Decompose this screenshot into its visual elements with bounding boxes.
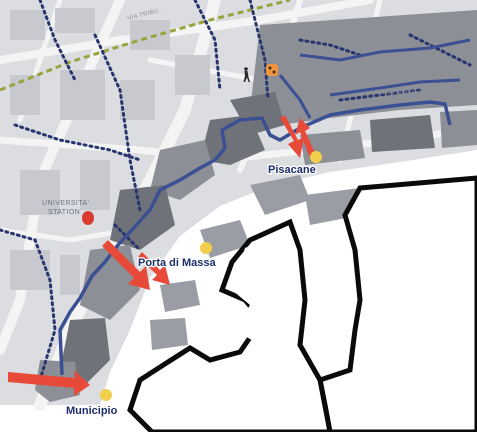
walking-route xyxy=(58,100,452,376)
flow-arrow-pisacane-2 xyxy=(295,118,316,158)
quay-fill-inner xyxy=(232,232,300,345)
interchange-icon xyxy=(266,64,278,76)
route-branch-east xyxy=(299,38,471,62)
port-basin xyxy=(317,175,477,432)
label-municipio: Municipio xyxy=(66,405,118,417)
port-quay-blocks xyxy=(150,175,362,350)
label-porta-di-massa: Porta di Massa xyxy=(138,257,217,269)
flow-arrow-pisacane-1 xyxy=(280,115,304,158)
flow-arrow-municipio xyxy=(8,370,90,396)
route-branch-upper xyxy=(329,78,461,97)
label-piazza-mercato: Piazza Mercato xyxy=(375,90,421,96)
flow-arrow-porta-di-massa-2 xyxy=(138,252,170,285)
station-marker-pisacane[interactable] xyxy=(310,151,322,163)
flow-arrow-porta-di-massa-1 xyxy=(102,240,150,290)
pedestrian-flow-arrows xyxy=(8,115,316,396)
dotted-walking-paths xyxy=(0,0,472,382)
label-universita-line2: STATION xyxy=(48,209,80,216)
label-universita-line1: UNIVERSITA' xyxy=(42,200,89,207)
station-marker-municipio[interactable] xyxy=(100,389,112,401)
tram-line xyxy=(0,0,291,92)
pedestrian-icon xyxy=(243,67,250,82)
residential-blocks xyxy=(10,8,210,295)
route-branch-north xyxy=(278,74,312,119)
label-pisacane: Pisacane xyxy=(268,164,316,176)
station-marker-universita[interactable] xyxy=(82,211,94,225)
station-marker-porta-di-massa[interactable] xyxy=(200,242,212,254)
